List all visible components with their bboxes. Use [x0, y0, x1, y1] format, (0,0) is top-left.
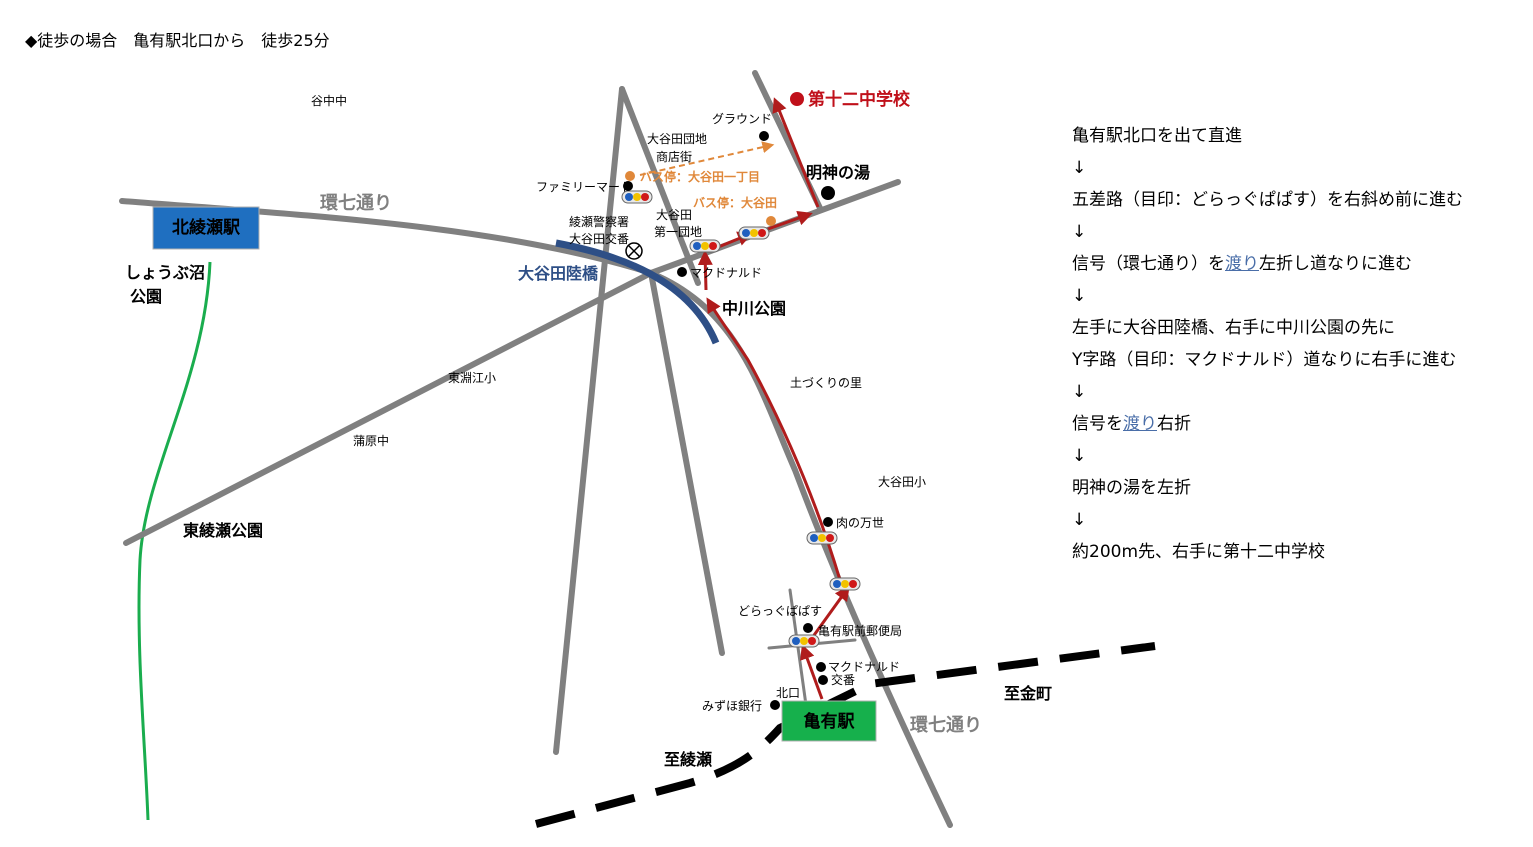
label-ooyata-es: 大谷田小	[878, 475, 926, 489]
step3-post: 左折し道なりに進む	[1259, 254, 1412, 274]
label-bus-ooyata: バス停：大谷田	[693, 195, 777, 210]
step3-highlight: 渡り	[1225, 254, 1259, 274]
label-yanaka-jhs: 谷中中	[311, 93, 347, 108]
landmark-dot-icon	[816, 662, 826, 672]
bridge-label: 大谷田陸橋	[518, 264, 599, 283]
road-label-kan7-south: 環七通り	[910, 715, 982, 736]
road-to-yanaka	[648, 270, 725, 656]
label-shotengai: 商店街	[656, 149, 692, 164]
signal-icon	[738, 226, 770, 240]
direction-step-5: Y字路（目印：マクドナルド）道なりに右手に進む	[1072, 350, 1457, 370]
label-post-office: 亀有駅前郵便局	[818, 623, 902, 638]
direction-step-7: 明神の湯を左折	[1072, 478, 1191, 498]
park-label-nakagawa: 中川公園	[722, 299, 786, 318]
signal-icon	[806, 531, 838, 545]
railway-joban	[534, 642, 1156, 828]
road-kan7-south	[648, 270, 953, 828]
label-niku-no-manse: 肉の万世	[836, 516, 884, 530]
road-label-to-ayase: 至綾瀬	[664, 750, 712, 769]
direction-step-2: 五差路（目印：どらっぐぱぱす）を右斜め前に進む	[1072, 190, 1463, 210]
landmark-dot-icon	[759, 131, 769, 141]
direction-step-6: 信号を渡り右折	[1072, 408, 1522, 440]
kitaayase-station: 北綾瀬駅	[152, 206, 260, 250]
label-mcd-south: マクドナルド	[828, 660, 900, 674]
green-line	[137, 261, 212, 821]
signal-icon	[829, 577, 861, 591]
kitaayase-station-label: 北綾瀬駅	[172, 217, 241, 238]
label-familymart: ファミリーマート	[536, 180, 632, 194]
landmark-dot-icon	[623, 181, 633, 191]
step6-pre: 信号を	[1072, 414, 1123, 434]
bridge-ooyata	[555, 239, 720, 345]
direction-arrow: ↓	[1072, 158, 1087, 178]
label-kamahara-jhs: 蒲原中	[353, 433, 389, 448]
signal-icon	[689, 239, 721, 253]
bus-stop-icon	[625, 171, 635, 181]
label-daiichi-danchi: 第一団地	[654, 225, 702, 239]
label-tsuchizukuri: 土づくりの里	[790, 376, 862, 390]
page-title: ◆徒歩の場合 亀有駅北口から 徒歩25分	[25, 31, 330, 50]
label-dorag: どらっぐぱぱす	[738, 604, 822, 618]
road-ooyata-street	[619, 86, 701, 286]
kameari-station: 亀有駅	[781, 700, 877, 742]
step6-post: 右折	[1157, 414, 1191, 434]
label-police-station: 綾瀬警察署	[569, 214, 629, 229]
label-mizuho: みずほ銀行	[702, 699, 762, 713]
park-label-shobunuma-2: 公園	[130, 287, 162, 306]
road-diagonal-sw	[123, 270, 654, 546]
road-label-kan7-west: 環七通り	[320, 193, 392, 214]
bus-stop-icon	[766, 216, 776, 226]
direction-step-8: 約200m先、右手に第十二中学校	[1072, 542, 1326, 562]
label-koban: 交番	[831, 672, 855, 687]
directions-panel: 亀有駅北口を出て直進 ↓ 五差路（目印：どらっぐぱぱす）を右斜め前に進む ↓ 信…	[1072, 120, 1522, 568]
bus-route	[639, 141, 775, 176]
label-kitaguchi: 北口	[776, 686, 800, 700]
landmark-dot-icon	[677, 267, 687, 277]
signal-icon	[788, 634, 820, 648]
road-north-south	[553, 86, 625, 755]
label-mcd-north: マクドナルド	[690, 266, 762, 280]
destination-dot-icon	[790, 92, 804, 106]
park-label-shobunuma: しょうぶ沼	[125, 263, 205, 282]
direction-arrow: ↓	[1072, 286, 1087, 306]
label-police-box: 大谷田交番	[569, 231, 629, 246]
direction-arrow: ↓	[1072, 446, 1087, 466]
label-myojin: 明神の湯	[806, 163, 870, 182]
destination-label: 第十二中学校	[808, 89, 911, 110]
label-ground: グラウンド	[712, 112, 772, 126]
landmark-dot-icon	[818, 675, 828, 685]
direction-step-4: 左手に大谷田陸橋、右手に中川公園の先に	[1072, 318, 1395, 338]
step6-highlight: 渡り	[1123, 414, 1157, 434]
direction-arrow: ↓	[1072, 510, 1087, 530]
landmark-dot-icon	[823, 517, 833, 527]
direction-arrow: ↓	[1072, 222, 1087, 242]
step3-pre: 信号（環七通り）を	[1072, 254, 1225, 274]
road-gosaro-2	[788, 588, 808, 707]
label-ooyata-daiichi: 大谷田	[656, 208, 692, 222]
direction-step-3: 信号（環七通り）を渡り左折し道なりに進む	[1072, 248, 1522, 280]
direction-arrow: ↓	[1072, 382, 1087, 402]
kameari-station-label: 亀有駅	[804, 711, 856, 732]
landmark-dot-icon	[803, 623, 813, 633]
label-bus-ooyata-1chome: バス停：大谷田一丁目	[640, 169, 760, 184]
direction-step-1: 亀有駅北口を出て直進	[1072, 126, 1242, 146]
label-higashifuchie-es: 東淵江小	[448, 371, 496, 385]
koban-icon	[625, 242, 643, 260]
park-label-higashi-ayase: 東綾瀬公園	[183, 521, 263, 540]
landmark-dot-icon	[821, 186, 835, 200]
label-ooyata-danchi: 大谷田団地	[647, 132, 707, 146]
road-label-to-kanamachi: 至金町	[1004, 684, 1052, 703]
landmark-dot-icon	[770, 700, 780, 710]
